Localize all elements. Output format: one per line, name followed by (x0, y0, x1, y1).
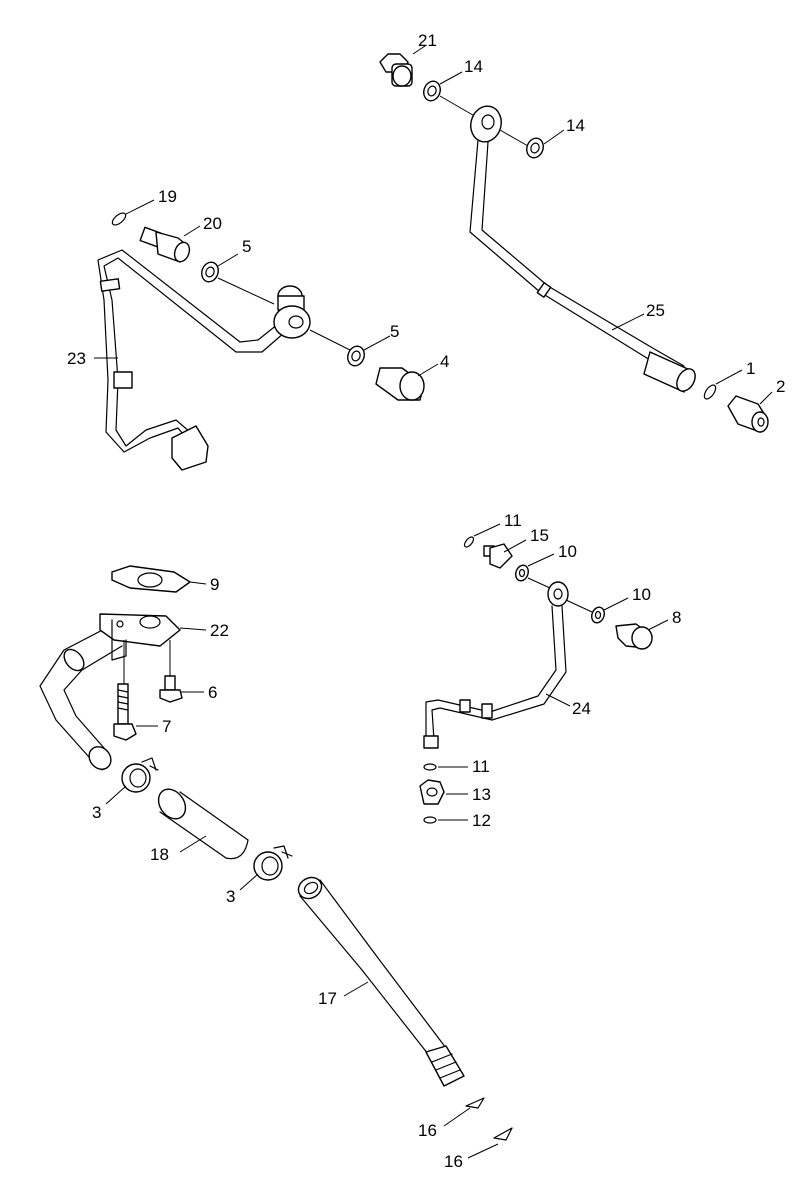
callout-3a: 3 (92, 803, 101, 822)
clamp-3b (253, 845, 293, 881)
oil-pipe-23 (97, 249, 311, 471)
callout-11a: 11 (504, 511, 522, 530)
callout-21: 21 (418, 31, 437, 50)
callout-3b: 3 (226, 887, 235, 906)
clamp-3a (121, 757, 159, 793)
adapter-20 (139, 226, 191, 263)
washer-16a (465, 1097, 485, 1109)
washer-16b (493, 1127, 513, 1141)
washer-5b (347, 345, 365, 367)
callout-12: 12 (472, 811, 491, 830)
banjo-bolt-4 (375, 367, 425, 401)
callout-13: 13 (472, 785, 491, 804)
o-ring-19 (111, 212, 127, 226)
callout-5b: 5 (390, 322, 399, 341)
callout-23: 23 (67, 349, 86, 368)
adapter-15 (483, 543, 513, 569)
washer-10b (591, 606, 605, 624)
callout-labels: 21 14 14 19 20 5 5 4 23 25 1 2 11 15 10 … (67, 31, 785, 1171)
callout-24: 24 (572, 699, 591, 718)
callout-1: 1 (746, 359, 755, 378)
callout-16b: 16 (444, 1152, 463, 1171)
callout-10b: 10 (632, 585, 651, 604)
leader-lines (94, 45, 773, 1159)
nut-2 (727, 395, 769, 433)
callout-4: 4 (440, 352, 449, 371)
callout-10a: 10 (558, 542, 577, 561)
callout-19: 19 (158, 187, 177, 206)
callout-14b: 14 (566, 116, 585, 135)
callout-8: 8 (672, 608, 681, 627)
drain-pipe-17 (297, 876, 465, 1087)
washer-14a (423, 80, 441, 102)
callout-9: 9 (210, 575, 219, 594)
bolt-6 (159, 675, 183, 703)
callout-2: 2 (776, 377, 785, 396)
callout-25: 25 (646, 301, 665, 320)
callout-5a: 5 (242, 237, 251, 256)
callout-15: 15 (530, 526, 549, 545)
washer-14b (526, 137, 544, 159)
bolt-7 (113, 683, 137, 741)
o-ring-11a (463, 536, 475, 548)
banjo-bolt-21 (379, 53, 413, 87)
o-ring-1 (703, 384, 717, 400)
o-ring-12 (423, 816, 437, 824)
callout-20: 20 (203, 214, 222, 233)
o-ring-11b (423, 763, 437, 771)
callout-18: 18 (150, 845, 169, 864)
washer-10a (515, 564, 529, 582)
callout-11b: 11 (472, 757, 490, 776)
drain-fitting-22 (39, 613, 181, 771)
union-13 (419, 779, 445, 805)
callout-17: 17 (318, 989, 337, 1008)
callout-14a: 14 (464, 57, 483, 76)
hose-18 (157, 788, 249, 860)
oil-pipe-24 (423, 581, 569, 749)
oil-pipe-25 (469, 105, 696, 393)
callout-16a: 16 (418, 1121, 437, 1140)
washer-5a (201, 261, 219, 283)
callout-7: 7 (162, 717, 171, 736)
callout-6: 6 (208, 683, 217, 702)
callout-22: 22 (210, 621, 229, 640)
banjo-bolt-8 (615, 623, 653, 650)
gasket-9 (111, 565, 191, 593)
